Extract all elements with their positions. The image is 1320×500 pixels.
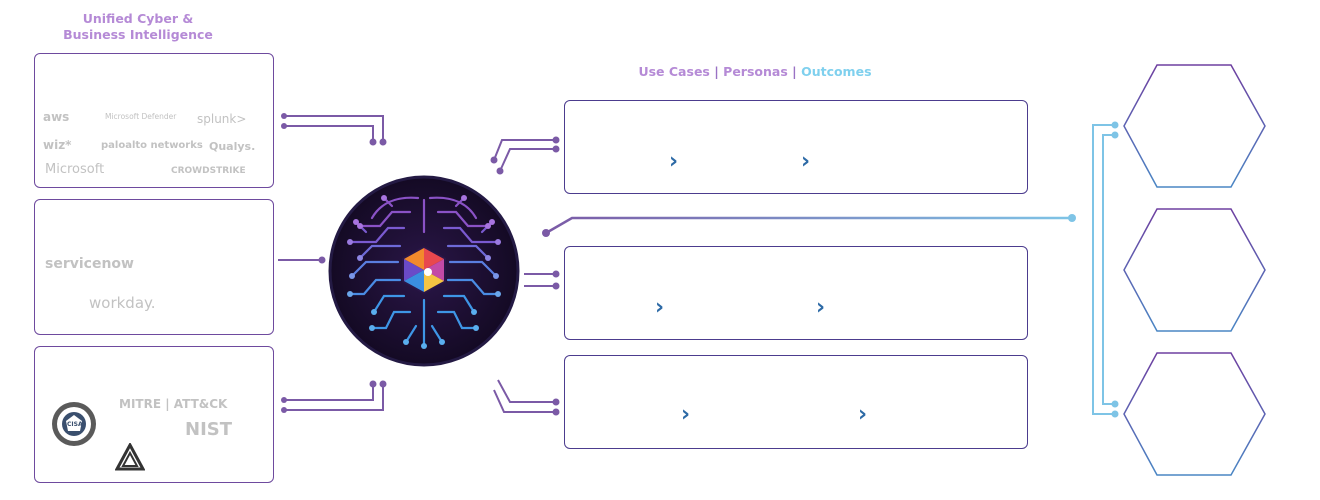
logo-splunk: splunk> — [197, 112, 247, 126]
logo-workday: workday. — [89, 294, 156, 312]
logo-microsoft: Microsoft — [45, 162, 105, 177]
source-box-frameworks: CISA MITRE | ATT&CK NIST — [34, 346, 274, 483]
hexagon-icon — [1123, 208, 1266, 332]
hub-connector-1b — [499, 148, 556, 172]
connector-dot — [318, 256, 326, 264]
chevron-right-icon: › — [669, 149, 679, 174]
brain-circuit-icon — [328, 175, 520, 367]
hub-connectors — [493, 139, 556, 413]
connector-dot — [552, 408, 560, 416]
connector-bottom-a — [284, 384, 374, 401]
logo-wiz: wiz* — [43, 138, 72, 152]
connector-dot — [369, 380, 377, 388]
logo-mark-icon — [402, 246, 446, 294]
sources-heading-line1: Unified Cyber & — [82, 11, 194, 26]
sources-heading-line2: Business Intelligence — [63, 27, 213, 42]
connector-dot — [281, 407, 287, 413]
connector-dot — [281, 113, 287, 119]
chevron-right-icon: › — [816, 295, 826, 320]
source-connectors — [278, 115, 384, 411]
outcome-connector — [545, 216, 1072, 235]
connector-dot — [552, 145, 560, 153]
triangle-logo-icon — [115, 443, 145, 471]
source-box-security-tools: aws Microsoft Defender splunk> wiz* palo… — [34, 53, 274, 188]
logo-microsoft-defender: Microsoft Defender — [105, 112, 177, 121]
hub-connector-dots — [490, 136, 560, 416]
connector-dot — [1111, 131, 1119, 139]
outcomes-label: Outcomes — [801, 64, 872, 79]
connector-dot — [1111, 400, 1119, 408]
use-case-row-1[interactable]: › › — [564, 100, 1028, 194]
source-box-business-tools: servicenow workday. — [34, 199, 274, 335]
chevron-right-icon: › — [801, 149, 811, 174]
heading-separator-2: | — [792, 64, 797, 79]
chevron-right-icon: › — [858, 402, 868, 427]
cisa-seal-text: CISA — [67, 421, 83, 428]
connector-dot — [281, 123, 287, 129]
connector-dot — [281, 397, 287, 403]
connector-dot — [490, 156, 498, 164]
sources-heading: Unified Cyber & Business Intelligence — [38, 11, 238, 43]
connector-dot — [369, 138, 377, 146]
connector-dot — [552, 398, 560, 406]
use-cases-heading: Use Cases | Personas | Outcomes — [600, 64, 910, 79]
connector-dot — [1111, 410, 1119, 418]
connector-dot — [1111, 121, 1119, 129]
source-connector-dots — [281, 113, 387, 413]
cisa-seal-icon — [52, 402, 96, 446]
hub-connector-3a — [497, 379, 556, 403]
connector-top-a — [284, 115, 384, 142]
connector-dot — [552, 136, 560, 144]
connector-dot — [1068, 214, 1076, 222]
circuit-nodes — [347, 195, 501, 349]
connector-bottom-b — [284, 384, 384, 411]
hexagon-icon — [1123, 352, 1266, 476]
outcome-bracket — [1092, 124, 1115, 415]
logo-aws: aws — [43, 110, 70, 124]
use-case-row-3[interactable]: › › — [564, 355, 1028, 449]
logo-mitre-attack: MITRE | ATT&CK — [119, 397, 228, 411]
use-cases-label: Use Cases — [638, 64, 710, 79]
personas-label: Personas — [723, 64, 788, 79]
connector-dot — [379, 138, 387, 146]
chevron-right-icon: › — [681, 402, 691, 427]
use-case-row-2[interactable]: › › — [564, 246, 1028, 340]
connector-dot — [379, 380, 387, 388]
logo-paloalto: paloalto networks — [101, 140, 203, 151]
hexagon-icon — [1123, 64, 1266, 188]
hub-connector-3b — [493, 389, 556, 413]
logo-crowdstrike: CROWDSTRIKE — [171, 166, 246, 176]
connector-dot — [496, 167, 504, 175]
logo-nist: NIST — [185, 419, 233, 440]
hub-connector-1a — [493, 139, 556, 161]
connector-top-b — [284, 125, 374, 142]
heading-separator-1: | — [714, 64, 719, 79]
connector-dot — [552, 282, 560, 290]
connector-dot — [542, 229, 550, 237]
connector-dot — [552, 270, 560, 278]
logo-qualys: Qualys. — [209, 140, 256, 153]
logo-servicenow: servicenow — [45, 256, 134, 272]
chevron-right-icon: › — [655, 295, 665, 320]
